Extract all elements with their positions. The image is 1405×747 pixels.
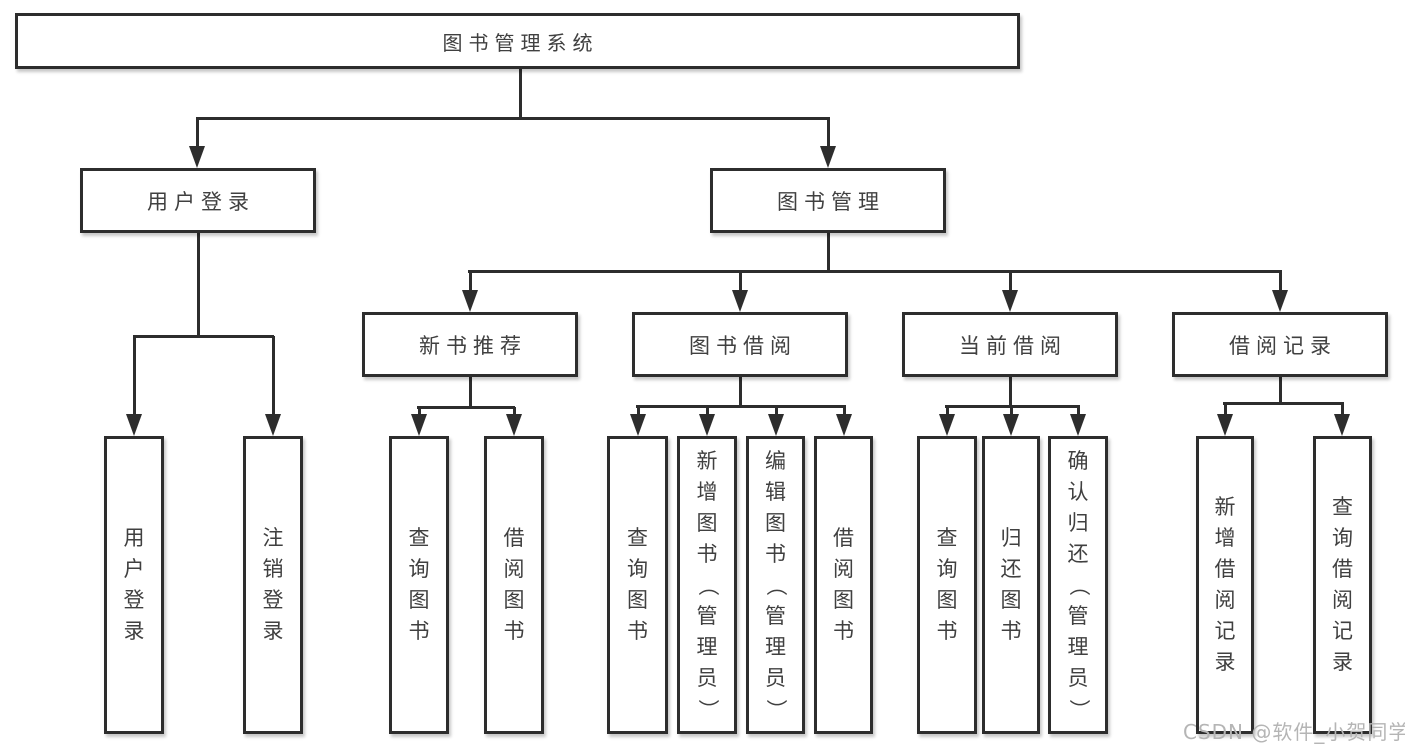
- node-label: 新书推荐: [419, 333, 527, 358]
- leaf-label: 注销登录: [262, 526, 284, 643]
- arrowhead-down-icon: [411, 414, 427, 436]
- arrowhead-down-icon: [939, 414, 955, 436]
- leaf-add-borrow-record: 新增借阅记录: [1196, 436, 1254, 734]
- connector-line: [1223, 403, 1227, 414]
- leaf-user-login: 用户登录: [104, 436, 164, 734]
- leaf-logout: 注销登录: [243, 436, 303, 734]
- arrowhead-down-icon: [189, 146, 205, 168]
- connector-line: [196, 116, 830, 120]
- connector-line: [512, 407, 516, 414]
- leaf-label: 借阅图书: [503, 526, 525, 643]
- arrowhead-down-icon: [699, 414, 715, 436]
- leaf-edit-books-admin: 编辑图书（管理员）: [746, 436, 805, 734]
- leaf-return-books: 归还图书: [982, 436, 1040, 734]
- node-book-borrowing: 图书借阅: [632, 312, 848, 377]
- leaf-label: 查询图书: [408, 526, 430, 643]
- connector-line: [271, 336, 275, 414]
- arrowhead-down-icon: [836, 414, 852, 436]
- node-label: 图书管理系统: [442, 30, 599, 55]
- leaf-borrow-books-borrowing: 借阅图书: [814, 436, 873, 734]
- arrowhead-down-icon: [462, 290, 478, 312]
- node-user-login: 用户登录: [80, 168, 316, 233]
- connector-line: [468, 271, 472, 290]
- connector-line: [1076, 406, 1080, 414]
- connector-line: [195, 118, 199, 146]
- connector-line: [1008, 377, 1012, 406]
- connector-line: [1009, 406, 1013, 414]
- connector-line: [945, 404, 1080, 408]
- connector-line: [132, 336, 136, 414]
- arrowhead-down-icon: [732, 290, 748, 312]
- connector-line: [842, 406, 846, 414]
- leaf-label: 编辑图书（管理员）: [764, 448, 788, 720]
- arrowhead-down-icon: [1002, 290, 1018, 312]
- connector-line: [196, 233, 200, 336]
- connector-line: [738, 271, 742, 290]
- connector-line: [1278, 377, 1282, 403]
- leaf-borrow-books-recommend: 借阅图书: [484, 436, 544, 734]
- node-borrowing-records: 借阅记录: [1172, 312, 1388, 377]
- connector-line: [636, 406, 640, 414]
- connector-line: [705, 406, 709, 414]
- leaf-query-books-current: 查询图书: [917, 436, 977, 734]
- connector-line: [1340, 403, 1344, 414]
- node-new-book-recommend: 新书推荐: [362, 312, 578, 377]
- node-label: 图书管理: [777, 189, 885, 214]
- node-current-borrowing: 当前借阅: [902, 312, 1118, 377]
- arrowhead-down-icon: [1272, 290, 1288, 312]
- node-book-management: 图书管理: [710, 168, 946, 233]
- leaf-label: 借阅图书: [833, 526, 854, 643]
- connector-line: [826, 233, 830, 271]
- arrowhead-down-icon: [1334, 414, 1350, 436]
- connector-line: [636, 404, 846, 408]
- arrowhead-down-icon: [1070, 414, 1086, 436]
- leaf-label: 确认归还（管理员）: [1066, 448, 1091, 720]
- arrowhead-down-icon: [768, 414, 784, 436]
- connector-line: [417, 405, 515, 409]
- arrowhead-down-icon: [1217, 414, 1233, 436]
- node-label: 借阅记录: [1229, 333, 1337, 358]
- arrowhead-down-icon: [630, 414, 646, 436]
- connector-line: [826, 118, 830, 146]
- connector-line: [133, 334, 274, 338]
- arrowhead-down-icon: [126, 414, 142, 436]
- leaf-label: 查询借阅记录: [1332, 495, 1353, 674]
- connector-line: [1278, 271, 1282, 290]
- csdn-watermark: CSDN @软件_小贺同学: [1183, 720, 1405, 744]
- leaf-label: 用户登录: [123, 526, 145, 643]
- node-label: 用户登录: [147, 189, 255, 214]
- node-library-management-system: 图书管理系统: [15, 13, 1020, 69]
- node-label: 当前借阅: [959, 333, 1067, 358]
- connector-line: [945, 406, 949, 414]
- leaf-query-books-recommend: 查询图书: [389, 436, 449, 734]
- leaf-label: 新增借阅记录: [1214, 495, 1236, 674]
- leaf-add-books-admin: 新增图书（管理员）: [677, 436, 737, 734]
- leaf-query-borrow-record: 查询借阅记录: [1313, 436, 1372, 734]
- arrowhead-down-icon: [265, 414, 281, 436]
- arrowhead-down-icon: [506, 414, 522, 436]
- connector-line: [468, 269, 1282, 273]
- arrowhead-down-icon: [1003, 414, 1019, 436]
- connector-line: [738, 377, 742, 406]
- arrowhead-down-icon: [820, 146, 836, 168]
- connector-line: [774, 406, 778, 414]
- connector-line: [1008, 271, 1012, 290]
- leaf-confirm-return-admin: 确认归还（管理员）: [1048, 436, 1108, 734]
- connector-line: [468, 377, 472, 407]
- leaf-query-books-borrowing: 查询图书: [607, 436, 668, 734]
- connector-line: [417, 407, 421, 414]
- leaf-label: 查询图书: [627, 526, 648, 643]
- connector-line: [518, 69, 522, 118]
- leaf-label: 新增图书（管理员）: [695, 448, 720, 720]
- node-label: 图书借阅: [689, 333, 797, 358]
- leaf-label: 归还图书: [1000, 526, 1022, 643]
- leaf-label: 查询图书: [936, 526, 958, 643]
- connector-line: [1223, 401, 1344, 405]
